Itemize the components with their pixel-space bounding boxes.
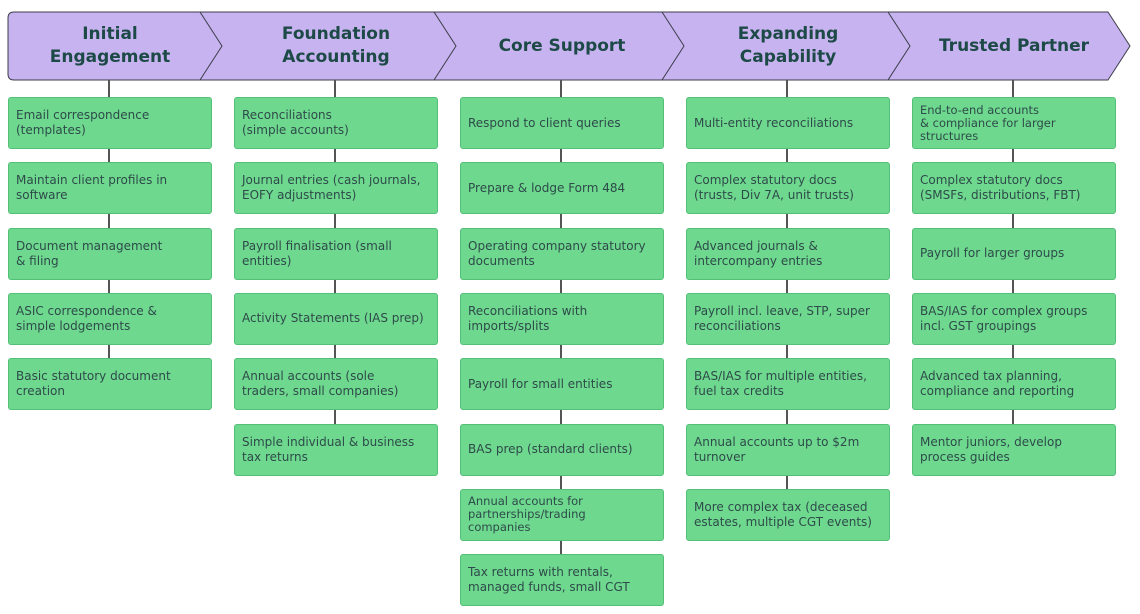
task-card: BAS/IAS for complex groups incl. GST gro…: [912, 292, 1116, 345]
stage-title: Expanding Capability: [737, 24, 839, 67]
task-card: Basic statutory document creation: [8, 358, 212, 411]
task-card: Payroll finalisation (small entities): [234, 227, 438, 280]
task-card: Operating company statutory documents: [460, 227, 664, 280]
stage-title: Core Support: [498, 35, 626, 56]
task-card: More complex tax (deceased estates, mult…: [686, 488, 890, 541]
task-card: Annual accounts up to $2m turnover: [686, 423, 890, 476]
task-card: ASIC correspondence & simple lodgements: [8, 292, 212, 345]
task-card: Advanced journals & intercompany entries: [686, 227, 890, 280]
task-card: Activity Statements (IAS prep): [234, 292, 438, 345]
task-card: Payroll for small entities: [460, 358, 664, 411]
task-card: End-to-end accounts & compliance for lar…: [912, 97, 1116, 149]
task-card: Payroll for larger groups: [912, 227, 1116, 280]
task-card: Payroll incl. leave, STP, super reconcil…: [686, 292, 890, 345]
task-card: Complex statutory docs (SMSFs, distribut…: [912, 162, 1116, 215]
task-card: Simple individual & business tax returns: [234, 423, 438, 476]
task-card: Multi-entity reconciliations: [686, 97, 890, 149]
task-card: Annual accounts (sole traders, small com…: [234, 358, 438, 411]
task-card: BAS prep (standard clients): [460, 423, 664, 476]
task-card: Advanced tax planning, compliance and re…: [912, 358, 1116, 411]
stage-chevrons: [7, 11, 1131, 81]
stage-title: Trusted Partner: [938, 35, 1090, 56]
stage-title: Initial Engagement: [49, 24, 171, 67]
task-card: Prepare & lodge Form 484: [460, 162, 664, 215]
task-card: Annual accounts for partnerships/trading…: [460, 488, 664, 541]
task-card: Document management & filing: [8, 227, 212, 280]
task-card: BAS/IAS for multiple entities, fuel tax …: [686, 358, 890, 411]
stage-chevron-1: [7, 11, 223, 81]
task-card: Tax returns with rentals, managed funds,…: [460, 554, 664, 607]
task-card: Complex statutory docs (trusts, Div 7A, …: [686, 162, 890, 215]
task-card: Journal entries (cash journals, EOFY adj…: [234, 162, 438, 215]
task-card: Reconciliations with imports/splits: [460, 292, 664, 345]
stage-title: Foundation Accounting: [281, 24, 391, 67]
task-card: Reconciliations (simple accounts): [234, 97, 438, 149]
task-card: Email correspondence (templates): [8, 97, 212, 149]
task-card: Mentor juniors, develop process guides: [912, 423, 1116, 476]
task-card: Maintain client profiles in software: [8, 162, 212, 215]
task-card: Respond to client queries: [460, 97, 664, 149]
